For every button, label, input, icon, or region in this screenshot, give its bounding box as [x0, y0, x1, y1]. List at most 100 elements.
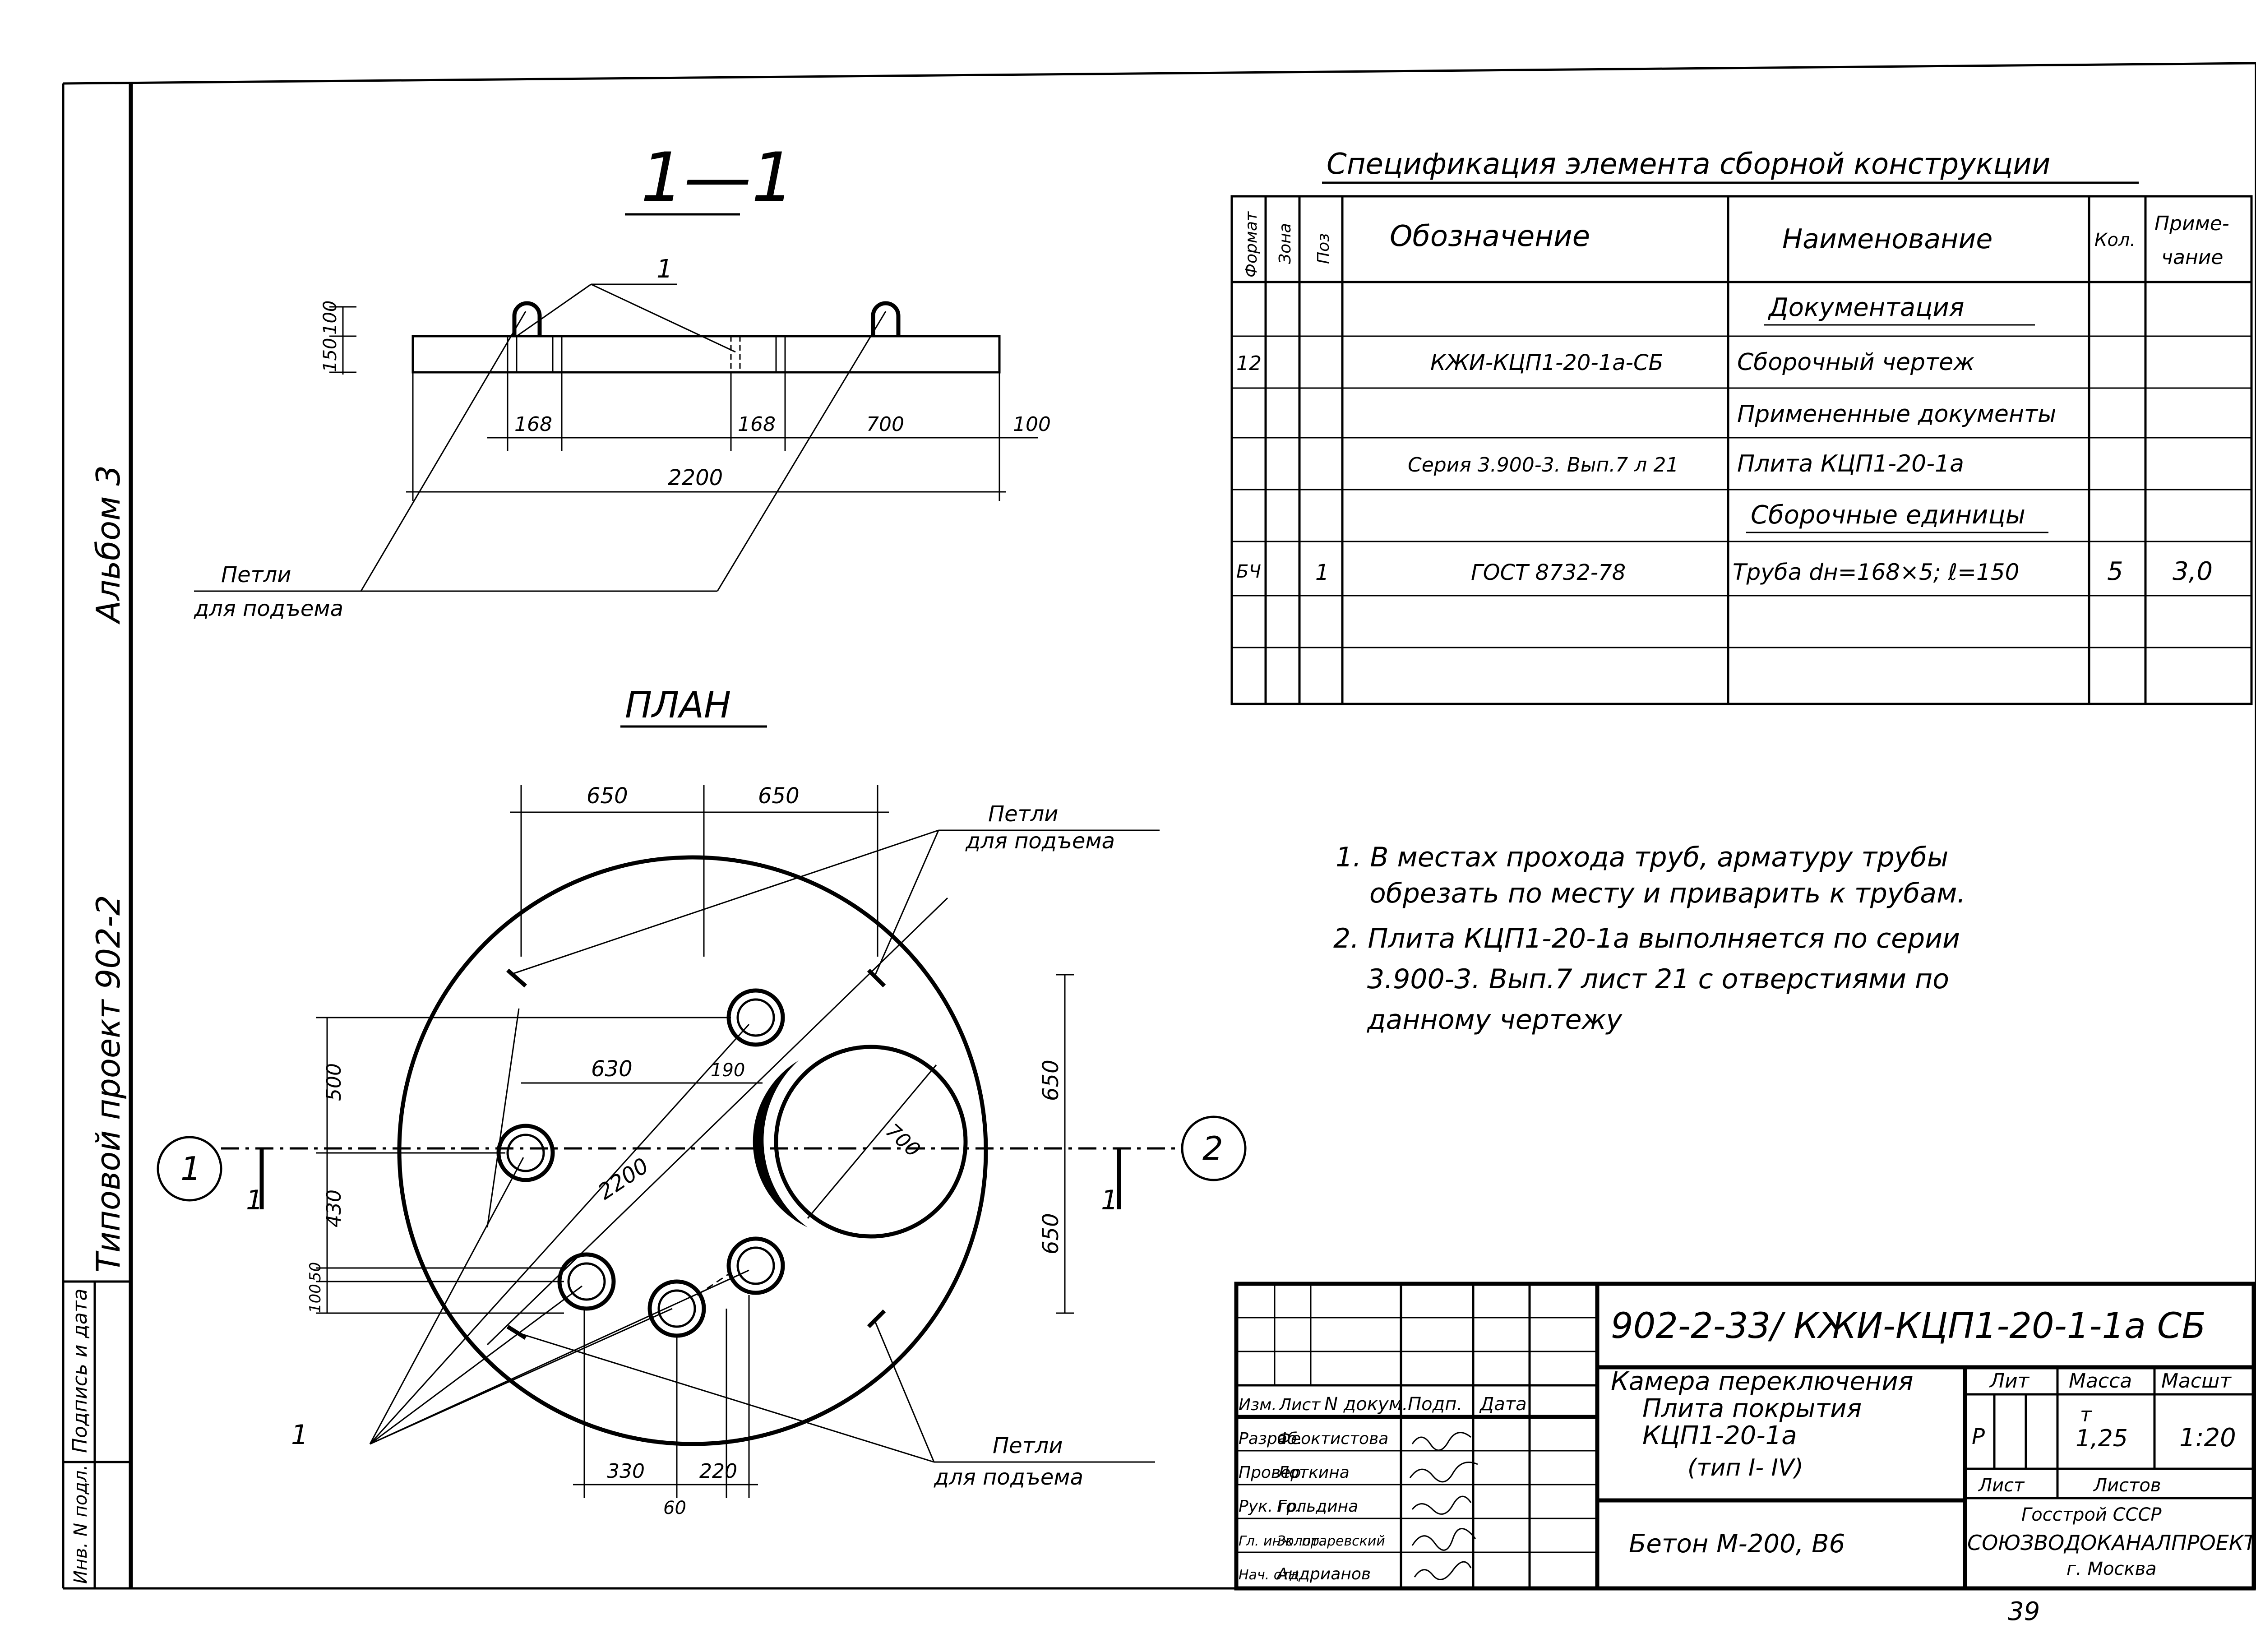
spec-row-pos: 1	[1315, 560, 1329, 585]
opening-700-hatch	[753, 1060, 808, 1227]
plan-loops-bottom-line1: Петли	[993, 1433, 1063, 1458]
plan-loops-top-line2: для подъема	[965, 828, 1115, 854]
col-designation-header: Обозначение	[1390, 220, 1590, 253]
col-name-header: Наименование	[1782, 223, 1992, 255]
axis-1-marker: 1	[180, 1150, 201, 1188]
specification-table: Спецификация элемента сборной конструкци…	[1230, 148, 2253, 705]
tb-scale-value: 1:20	[2179, 1423, 2236, 1453]
col-pos-header: Поз	[1314, 233, 1333, 264]
tb-col-list: Лист	[1278, 1396, 1321, 1414]
note-line: 2. Плита КЦП1-20-1а выполняется по серии	[1333, 923, 1960, 954]
tb-object-line3: КЦП1-20-1а	[1642, 1421, 1797, 1450]
note-line: 1. В местах прохода труб, арматуру трубы	[1336, 842, 1948, 873]
spec-row-qty: 5	[2107, 557, 2123, 586]
col-note-header-2: чание	[2161, 246, 2223, 269]
tb-lit-label: Лит	[1989, 1370, 2030, 1393]
tb-staff-name: Андрианов	[1276, 1565, 1371, 1583]
tb-mass-label: Масса	[2069, 1370, 2132, 1393]
dim-opening-700: 700	[881, 1119, 925, 1161]
section-mark-right: 1	[1101, 1185, 1118, 1216]
signature-date-label: Подпись и дата	[69, 1289, 92, 1453]
dim-diameter-2200: 2200	[593, 1153, 653, 1205]
side-margin: Альбом 3 Типовой проект 902-2 Подпись и …	[69, 465, 127, 1584]
project-label: Типовой проект 902-2	[89, 895, 127, 1273]
spec-section-assembly-units: Сборочные единицы	[1751, 500, 2025, 530]
tb-org-line1: Госстрой СССР	[2021, 1504, 2162, 1525]
pipe-sleeve	[726, 1236, 785, 1295]
dim-100-end: 100	[1013, 413, 1051, 436]
tb-org-line2: СОЮЗВОДОКАНАЛПРОЕКТ	[1967, 1531, 2256, 1555]
axis-2-marker: 2	[1202, 1129, 1223, 1167]
dim-50: 50	[306, 1262, 324, 1282]
plan-position-mark: 1	[291, 1419, 308, 1451]
section-view: 1—1 150 100 168 168 700 100 2200	[194, 139, 1051, 621]
tb-staff-name: Лоткина	[1276, 1463, 1350, 1482]
spec-row-format: 12	[1236, 352, 1262, 375]
sheet-frame	[62, 62, 2256, 1590]
spec-row-format: БЧ	[1236, 561, 1261, 582]
dim-100-plan: 100	[306, 1284, 324, 1313]
tb-col-izm: Изм.	[1239, 1396, 1277, 1414]
spec-row-designation: ГОСТ 8732-78	[1471, 560, 1626, 585]
plan-loops-top-line1: Петли	[988, 801, 1058, 827]
inventory-number-label: Инв. N подл.	[70, 1465, 91, 1584]
col-format-header: Формат	[1242, 211, 1261, 278]
spec-row-designation: КЖИ-КЦП1-20-1а-СБ	[1430, 350, 1663, 375]
tb-sheets-label: Листов	[2093, 1475, 2161, 1496]
tb-staff-role: Гл. инж. пр.	[1239, 1533, 1323, 1549]
col-qty-header: Кол.	[2094, 230, 2136, 250]
tb-staff-name: Гольдина	[1277, 1497, 1358, 1516]
note-line: данному чертежу	[1367, 1004, 1623, 1036]
section-position-mark: 1	[656, 255, 673, 284]
section-title: 1—1	[641, 139, 795, 217]
dim-plan-650-lower: 650	[1038, 1213, 1063, 1254]
signature-scribbles	[1409, 1432, 1478, 1580]
tb-document-code: 902-2-33/ КЖИ-КЦП1-20-1-1а СБ	[1611, 1306, 2206, 1347]
tb-col-doc: N докум.	[1324, 1394, 1408, 1415]
note-line: обрезать по месту и приварить к трубам.	[1369, 878, 1965, 909]
dim-190: 190	[711, 1060, 745, 1081]
dim-630: 630	[591, 1056, 633, 1082]
spec-row-designation: Серия 3.900-3. Вып.7 л 21	[1408, 453, 1678, 477]
spec-row-note: 3,0	[2173, 557, 2213, 586]
dim-500: 500	[323, 1063, 346, 1101]
tb-mass-unit: т	[2080, 1403, 2092, 1426]
dim-220: 220	[699, 1460, 737, 1483]
dim-168-left: 168	[514, 413, 552, 436]
spec-row-name: Сборочный чертеж	[1737, 349, 1974, 376]
dim-2200: 2200	[668, 465, 723, 491]
tb-object-line2: Плита покрытия	[1642, 1394, 1862, 1423]
tb-mass-value: 1,25	[2076, 1425, 2128, 1452]
tb-material: Бетон М-200, В6	[1629, 1529, 1845, 1559]
loops-label-line2: для подъема	[194, 596, 343, 621]
page-number: 39	[2008, 1597, 2040, 1626]
tb-object-line4: (тип I- IV)	[1687, 1454, 1803, 1481]
section-mark-left: 1	[246, 1185, 263, 1216]
plan-view: ПЛАН 1 2 1 1 650 650 630 19	[157, 684, 1247, 1518]
dim-plan-650-upper: 650	[1038, 1060, 1063, 1101]
spec-row-name: Труба dн=168×5; ℓ=150	[1733, 559, 2019, 585]
tb-col-sign: Подп.	[1408, 1394, 1462, 1415]
plan-title: ПЛАН	[625, 684, 731, 726]
spec-row-name: Плита КЦП1-20-1а	[1737, 450, 1964, 477]
slab-outline	[397, 855, 988, 1446]
plan-loops-bottom-line2: для подъема	[934, 1465, 1083, 1490]
tb-staff-role: Рук. гр.	[1239, 1497, 1302, 1516]
lifting-loop-right	[871, 301, 901, 336]
album-label: Альбом 3	[89, 465, 127, 625]
dim-plan-650-right: 650	[758, 783, 800, 809]
tb-org-line3: г. Москва	[2066, 1559, 2157, 1579]
tb-lit-value: Р	[1972, 1424, 1985, 1449]
dim-150: 150	[320, 338, 341, 372]
tb-staff-name: Феоктистова	[1277, 1430, 1388, 1448]
slab-section	[411, 335, 1001, 374]
tb-staff-role: Провер.	[1239, 1463, 1306, 1482]
title-block: Изм. Лист N докум. Подп. Дата Разраб. Фе…	[1234, 1282, 2256, 1591]
lifting-loop-left	[512, 301, 542, 336]
dim-330: 330	[607, 1460, 645, 1483]
opening-700	[774, 1045, 968, 1239]
general-notes: 1. В местах прохода труб, арматуру трубы…	[1333, 842, 1965, 1036]
dim-plan-650-left: 650	[587, 783, 628, 809]
tb-staff-role: Разраб.	[1239, 1430, 1302, 1448]
